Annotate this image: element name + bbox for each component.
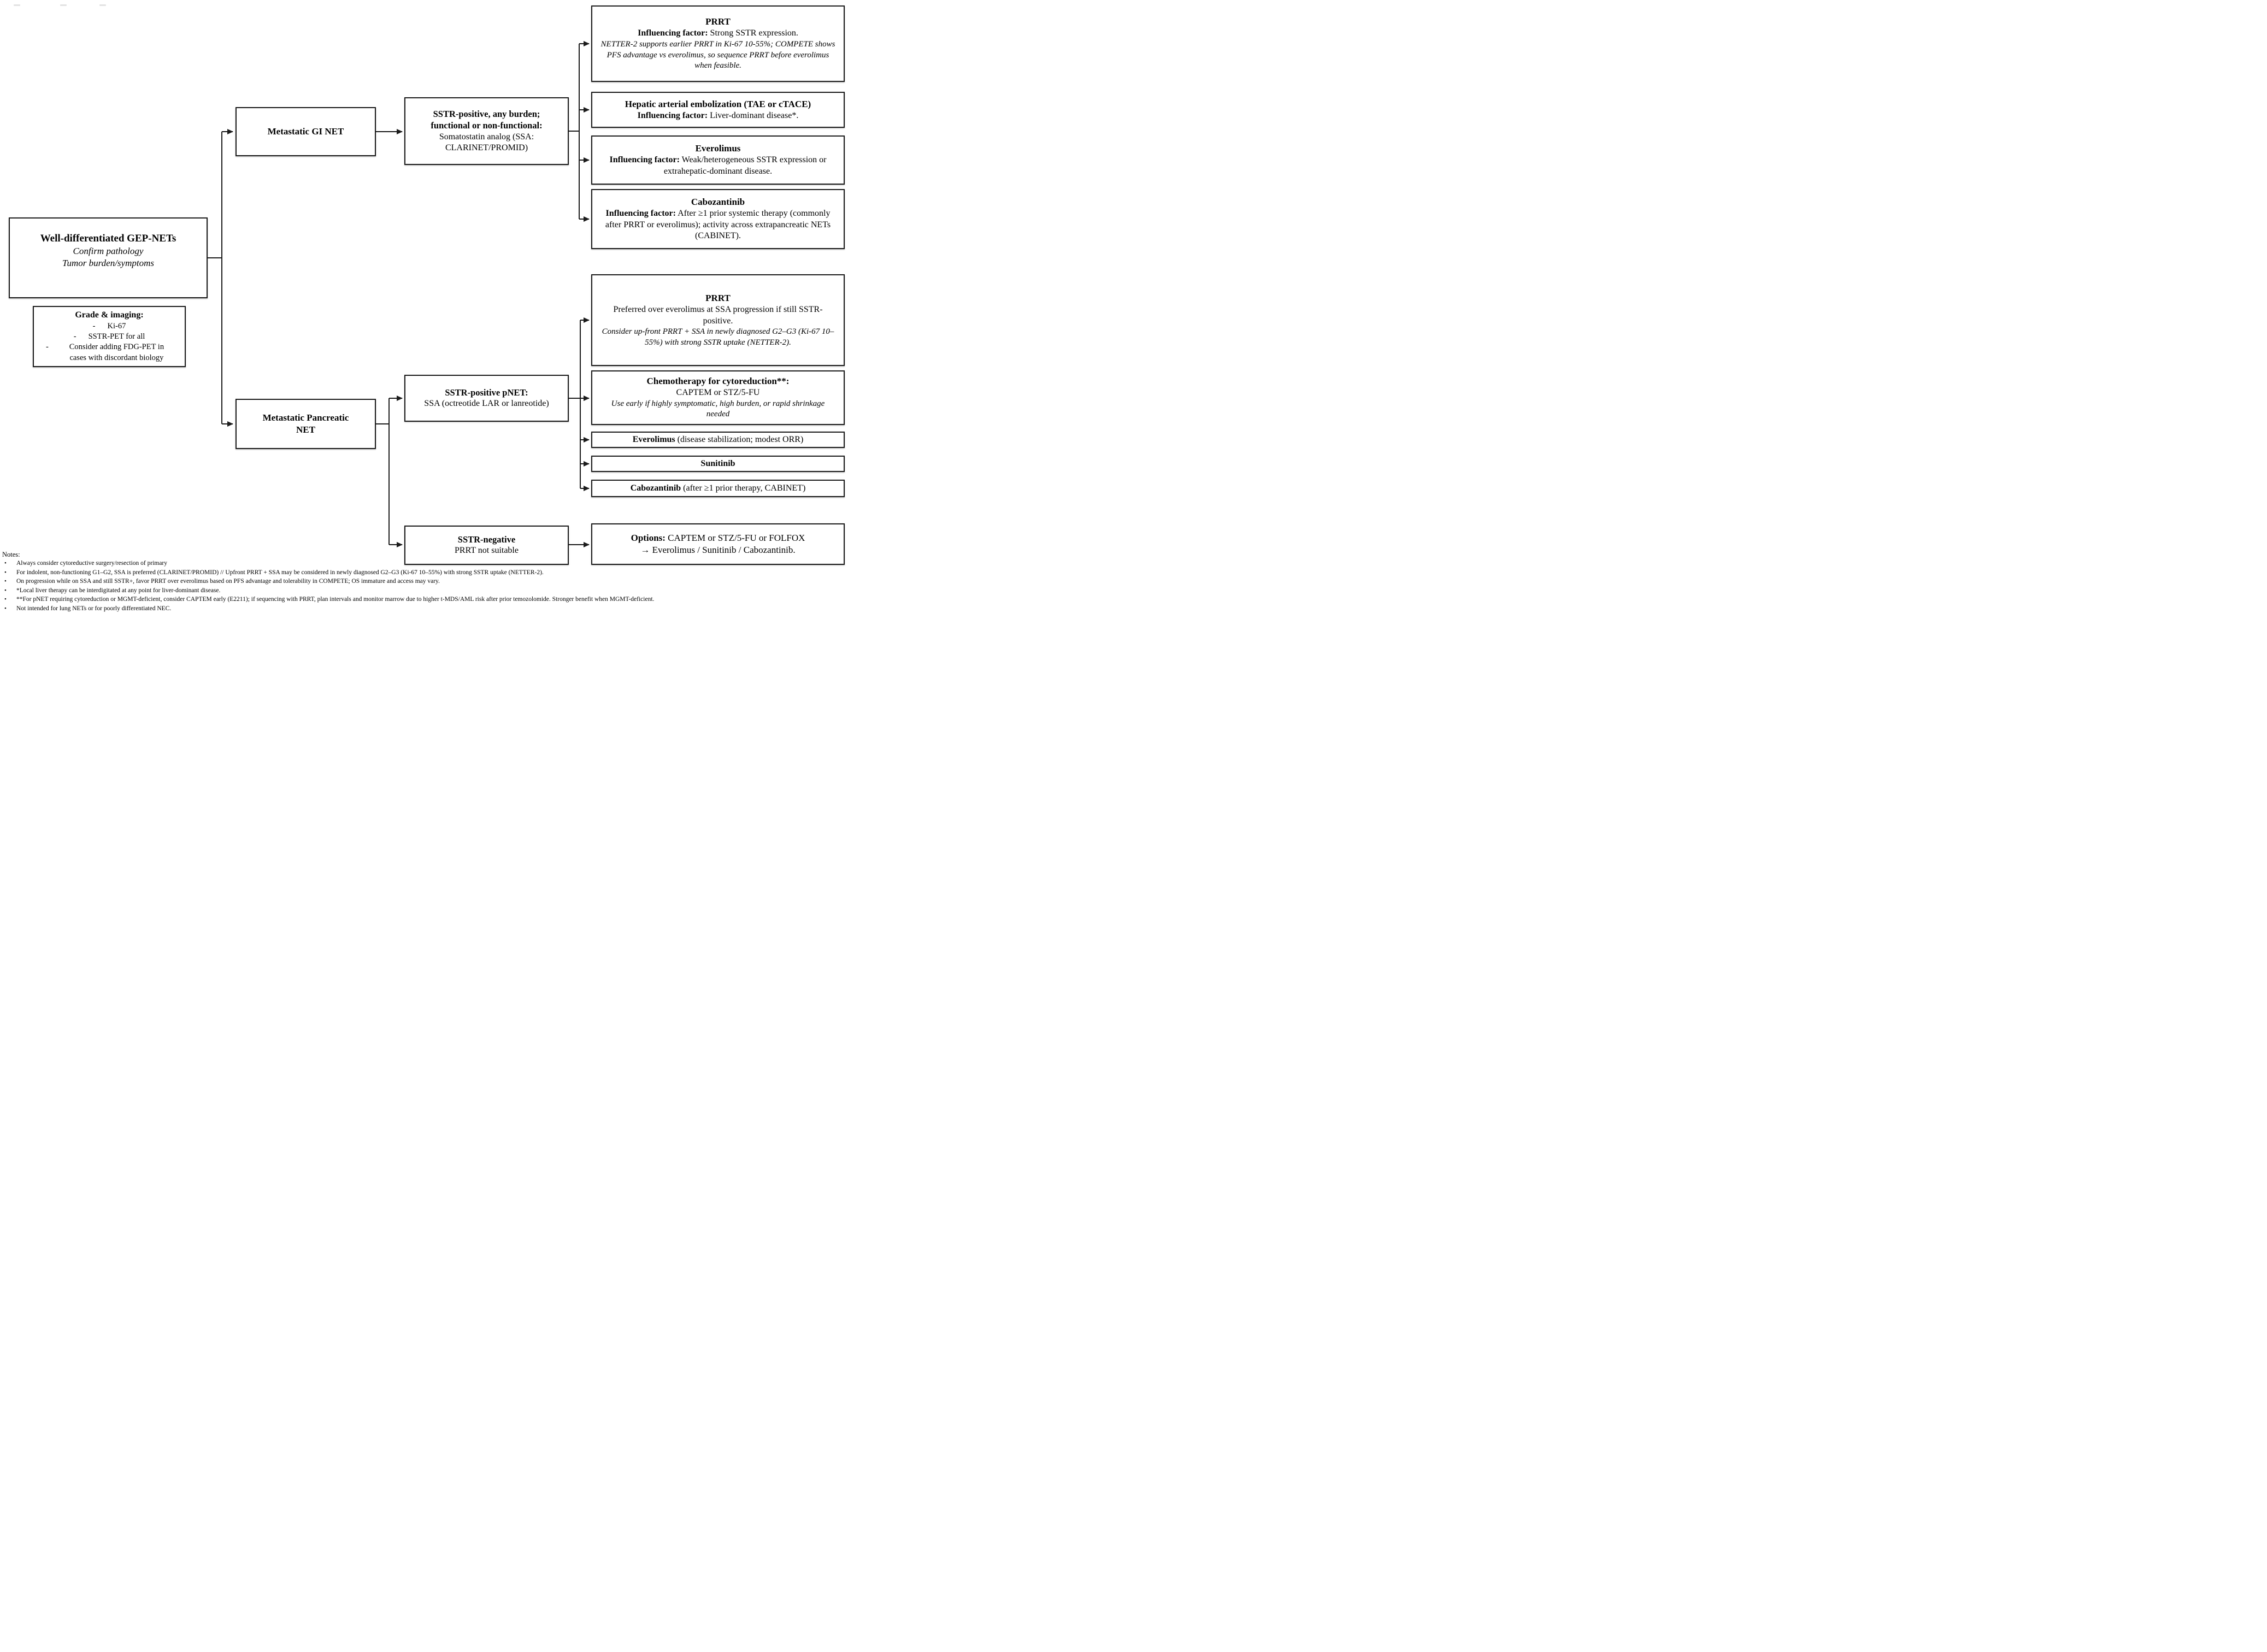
- drug-detail: (after ≥1 prior therapy, CABINET): [681, 483, 806, 493]
- node-title: SSTR-positive, any burden;: [433, 108, 540, 119]
- node-body: Everolimus (disease stabilization; modes…: [633, 434, 804, 446]
- note-text: For indolent, non-functioning G1–G2, SSA…: [16, 569, 544, 576]
- metastatic-pancreatic-net-node: Metastatic Pancreatic NET: [235, 399, 376, 449]
- node-body: Options: CAPTEM or STZ/5-FU or FOLFOX: [631, 532, 805, 544]
- top-artifact-dash: [99, 4, 106, 6]
- note-item: • On progression while on SSA and still …: [2, 577, 846, 586]
- note-item: • *Local liver therapy can be interdigit…: [2, 586, 846, 595]
- grade-item: - Consider adding FDG-PET in cases with …: [46, 342, 173, 363]
- notes-header: Notes:: [2, 551, 20, 558]
- note-item: • Always consider cytoreductive surgery/…: [2, 559, 846, 568]
- bullet-icon: •: [4, 569, 7, 576]
- grade-item-text: Consider adding FDG-PET in cases with di…: [69, 343, 164, 362]
- options-text: CAPTEM or STZ/5-FU or FOLFOX: [665, 532, 805, 543]
- influencing-factor-label: Influencing factor:: [605, 208, 676, 218]
- node-title: Hepatic arterial embolization (TAE or cT…: [625, 98, 811, 109]
- node-title: SSTR-negative: [457, 534, 516, 545]
- influencing-factor-label: Influencing factor:: [637, 110, 708, 120]
- gi-option-cabozantinib-node: Cabozantinib Influencing factor: After ≥…: [591, 189, 845, 249]
- note-text: **For pNET requiring cytoreduction or MG…: [16, 596, 655, 603]
- dash-bullet: -: [92, 322, 96, 331]
- grade-item-text: Ki-67: [107, 322, 126, 331]
- drug-name: Cabozantinib: [630, 483, 681, 493]
- metastatic-gi-net-node: Metastatic GI NET: [235, 107, 376, 156]
- node-title: Metastatic Pancreatic NET: [262, 412, 349, 435]
- pnet-option-everolimus-node: Everolimus (disease stabilization; modes…: [591, 432, 845, 448]
- node-title: Everolimus: [695, 143, 741, 154]
- node-subtitle: Tumor burden/symptoms: [62, 258, 154, 269]
- node-body: CAPTEM or STZ/5-FU: [676, 388, 760, 398]
- note-text: Always consider cytoreductive surgery/re…: [16, 560, 168, 567]
- bullet-icon: •: [4, 596, 7, 603]
- node-title: SSTR-positive pNET:: [445, 387, 528, 398]
- bullet-icon: •: [4, 587, 7, 594]
- node-title: PRRT: [705, 16, 731, 27]
- note-text: On progression while on SSA and still SS…: [16, 578, 440, 585]
- bullet-icon: •: [4, 560, 7, 567]
- root-node-well-differentiated-gep-nets: Well-differentiated GEP-NETs Confirm pat…: [9, 217, 208, 298]
- options-sequence-line: → Everolimus / Sunitinib / Cabozantinib.: [640, 545, 796, 555]
- notes-section: Notes: • Always consider cytoreductive s…: [2, 551, 846, 613]
- node-trial-note: Consider up-front PRRT + SSA in newly di…: [602, 327, 834, 347]
- influencing-factor-label: Influencing factor:: [609, 155, 680, 165]
- node-body: PRRT not suitable: [455, 546, 519, 556]
- influencing-factor-label: Influencing factor:: [638, 28, 708, 38]
- node-body: CLARINET/PROMID): [445, 143, 528, 153]
- node-body: SSA (octreotide LAR or lanreotide): [424, 399, 549, 409]
- note-item: • For indolent, non-functioning G1–G2, S…: [2, 568, 846, 577]
- pnet-sstr-positive-ssa-node: SSTR-positive pNET: SSA (octreotide LAR …: [404, 375, 569, 422]
- influencing-factor-text: Strong SSTR expression.: [708, 28, 798, 38]
- node-title: Grade & imaging:: [75, 310, 144, 320]
- sstr-negative-node: SSTR-negative PRRT not suitable: [404, 526, 569, 565]
- drug-name: Everolimus: [632, 434, 675, 444]
- gi-option-prrt-node: PRRT Influencing factor: Strong SSTR exp…: [591, 5, 845, 82]
- node-body: Influencing factor: Weak/heterogeneous S…: [600, 155, 836, 178]
- pnet-option-sunitinib-node: Sunitinib: [591, 456, 845, 472]
- dash-bullet: -: [73, 332, 76, 341]
- node-title: functional or non-functional:: [431, 120, 543, 131]
- node-body: Preferred over everolimus at SSA progres…: [613, 304, 823, 326]
- note-text: Not intended for lung NETs or for poorly…: [16, 605, 172, 612]
- gi-sstr-positive-ssa-node: SSTR-positive, any burden; functional or…: [404, 97, 569, 165]
- note-item: • Not intended for lung NETs or for poor…: [2, 604, 846, 613]
- node-title: PRRT: [705, 292, 731, 303]
- node-subtitle: Confirm pathology: [73, 246, 144, 257]
- sstr-negative-options-node: Options: CAPTEM or STZ/5-FU or FOLFOX → …: [591, 523, 845, 565]
- grade-item: - Ki-67: [93, 321, 126, 332]
- node-title: Well-differentiated GEP-NETs: [40, 232, 176, 244]
- dash-bullet: -: [46, 343, 49, 352]
- node-title: Cabozantinib: [691, 196, 745, 207]
- top-artifact-dash: [14, 4, 20, 6]
- note-item: • **For pNET requiring cytoreduction or …: [2, 595, 846, 604]
- node-body: Influencing factor: Strong SSTR expressi…: [638, 28, 798, 39]
- node-trial-note: NETTER-2 supports earlier PRRT in Ki-67 …: [600, 40, 835, 70]
- node-body: Cabozantinib (after ≥1 prior therapy, CA…: [631, 483, 806, 494]
- grade-imaging-node: Grade & imaging: - Ki-67 - SSTR-PET for …: [33, 306, 186, 367]
- influencing-factor-text: Liver-dominant disease*.: [708, 110, 799, 120]
- drug-detail: (disease stabilization; modest ORR): [675, 434, 804, 444]
- node-body: Somatostatin analog (SSA:: [439, 132, 534, 141]
- gi-option-embolization-node: Hepatic arterial embolization (TAE or cT…: [591, 92, 845, 128]
- top-artifact-dash: [60, 4, 67, 6]
- bullet-icon: •: [4, 605, 7, 612]
- node-title: Metastatic GI NET: [267, 126, 344, 137]
- influencing-factor-text: After ≥1 prior systemic therapy (commonl…: [605, 208, 831, 241]
- drug-name: Sunitinib: [700, 458, 735, 468]
- influencing-factor-text: Weak/heterogeneous SSTR expression or ex…: [663, 155, 827, 176]
- node-title: Chemotherapy for cytoreduction**:: [646, 376, 790, 387]
- node-trial-note: Use early if highly symptomatic, high bu…: [611, 399, 825, 419]
- pnet-option-prrt-node: PRRT Preferred over everolimus at SSA pr…: [591, 274, 845, 366]
- options-label: Options:: [631, 532, 666, 543]
- grade-item: - SSTR-PET for all: [74, 332, 145, 342]
- gi-option-everolimus-node: Everolimus Influencing factor: Weak/hete…: [591, 135, 845, 185]
- note-text: *Local liver therapy can be interdigitat…: [16, 587, 221, 594]
- node-body: Influencing factor: After ≥1 prior syste…: [600, 208, 836, 242]
- flowchart-canvas: Well-differentiated GEP-NETs Confirm pat…: [0, 0, 847, 619]
- pnet-option-chemotherapy-node: Chemotherapy for cytoreduction**: CAPTEM…: [591, 370, 845, 425]
- bullet-icon: •: [4, 578, 7, 585]
- pnet-option-cabozantinib-node: Cabozantinib (after ≥1 prior therapy, CA…: [591, 480, 845, 497]
- node-body: Influencing factor: Liver-dominant disea…: [638, 110, 799, 122]
- grade-item-text: SSTR-PET for all: [88, 332, 145, 341]
